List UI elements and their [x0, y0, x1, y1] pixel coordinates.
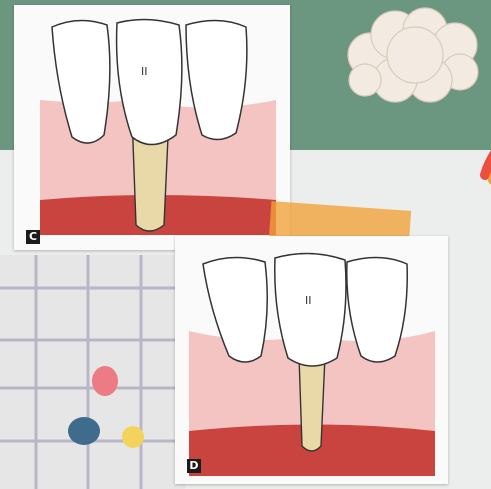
yellow-dot: [122, 426, 144, 448]
tooth-mark-d: II: [305, 294, 312, 307]
tooth-diagram-d: [175, 236, 448, 484]
panel-d: II D: [175, 236, 448, 484]
panel-c: II C: [14, 5, 290, 250]
pink-dot: [92, 366, 118, 396]
cloud-icon: [348, 8, 478, 102]
tooth-diagram-c: [14, 5, 290, 250]
grid-lines: [0, 255, 185, 489]
blue-dot: [68, 417, 100, 445]
panel-label-d: D: [187, 459, 201, 473]
rainbow-icon: [485, 80, 491, 188]
tooth-mark-c: II: [141, 65, 148, 78]
panel-label-c: C: [26, 230, 40, 244]
